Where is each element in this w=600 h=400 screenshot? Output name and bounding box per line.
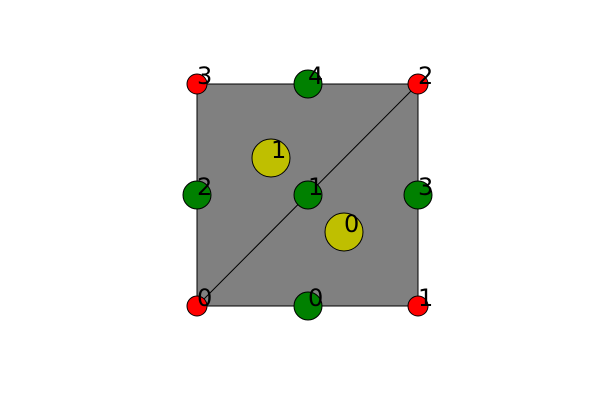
edge-midpoint-marker-2 xyxy=(182,180,212,210)
edge-label-1: 1 xyxy=(308,173,323,201)
face-centroid-marker-1 xyxy=(251,138,291,178)
edge-label-2: 2 xyxy=(197,173,212,201)
edge-midpoint-marker-3 xyxy=(403,180,433,210)
face-label-0: 0 xyxy=(344,210,359,238)
edge-label-3: 3 xyxy=(418,173,433,201)
edge-midpoint-marker-4 xyxy=(293,69,323,99)
vertex-label-1: 1 xyxy=(418,284,433,312)
face-label-1: 1 xyxy=(271,136,286,164)
vertex-marker-2 xyxy=(407,73,429,95)
vertex-label-0: 0 xyxy=(197,284,212,312)
edge-midpoint-marker-0 xyxy=(293,291,323,321)
edge-label-0: 0 xyxy=(308,284,323,312)
edge-label-4: 4 xyxy=(308,62,323,90)
vertex-marker-0 xyxy=(186,295,208,317)
vertex-label-3: 3 xyxy=(197,62,212,90)
vertex-marker-3 xyxy=(186,73,208,95)
face-centroid-marker-0 xyxy=(324,212,364,252)
vertex-marker-1 xyxy=(407,295,429,317)
vertex-label-2: 2 xyxy=(418,62,433,90)
edge-midpoint-marker-1 xyxy=(293,180,323,210)
